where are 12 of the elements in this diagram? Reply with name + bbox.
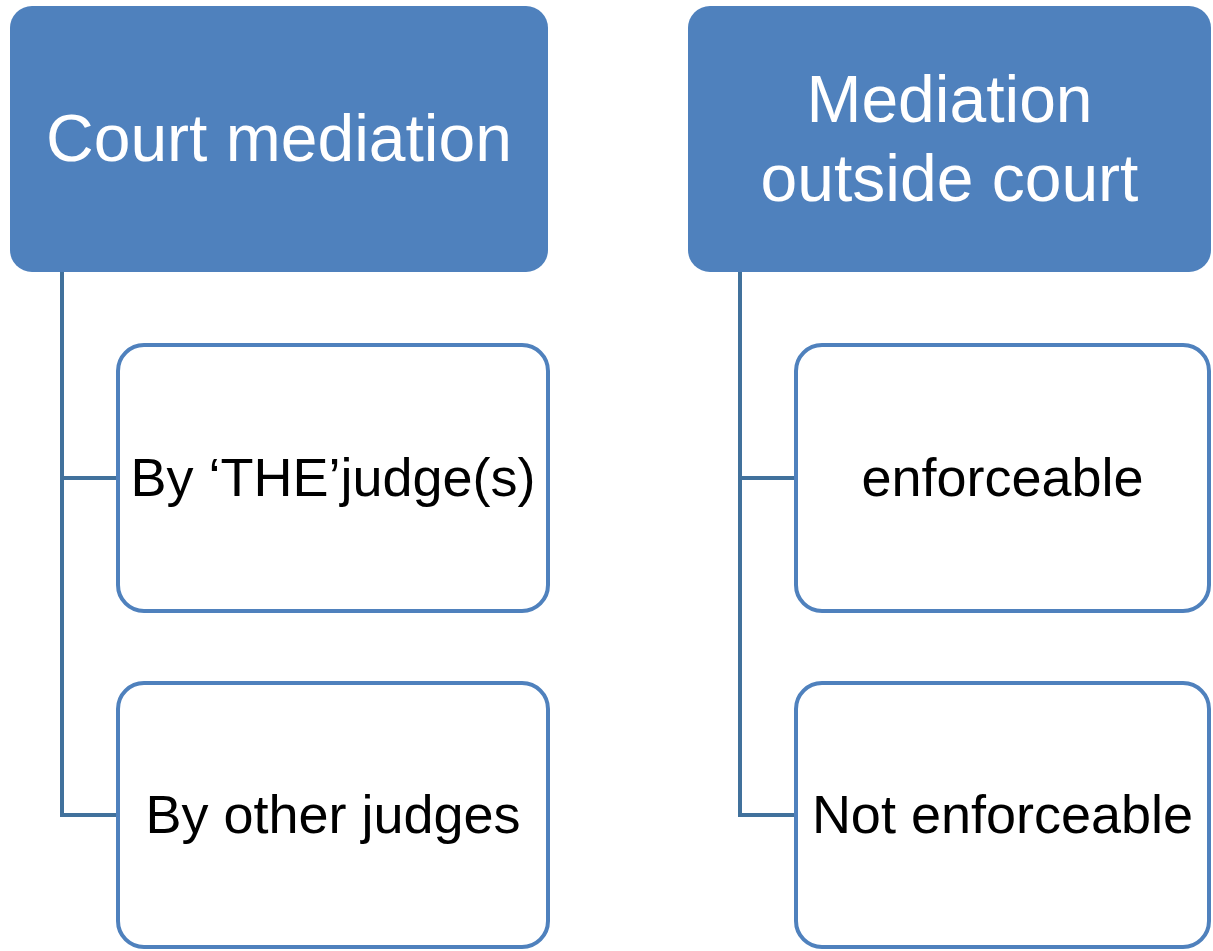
- node-label: Court mediation: [46, 100, 512, 178]
- node-label: Mediation outside court: [759, 60, 1140, 217]
- node-label: enforceable: [861, 446, 1144, 510]
- header-box: [10, 6, 548, 272]
- node-label: By other judges: [145, 783, 521, 847]
- category-box: [794, 343, 1211, 613]
- node-label: By ‘THE’judge(s): [130, 446, 536, 510]
- category-box: [116, 681, 550, 949]
- header-box: [688, 6, 1211, 272]
- category-box: [794, 681, 1211, 949]
- node-label: Not enforceable: [811, 783, 1194, 847]
- category-box: [116, 343, 550, 613]
